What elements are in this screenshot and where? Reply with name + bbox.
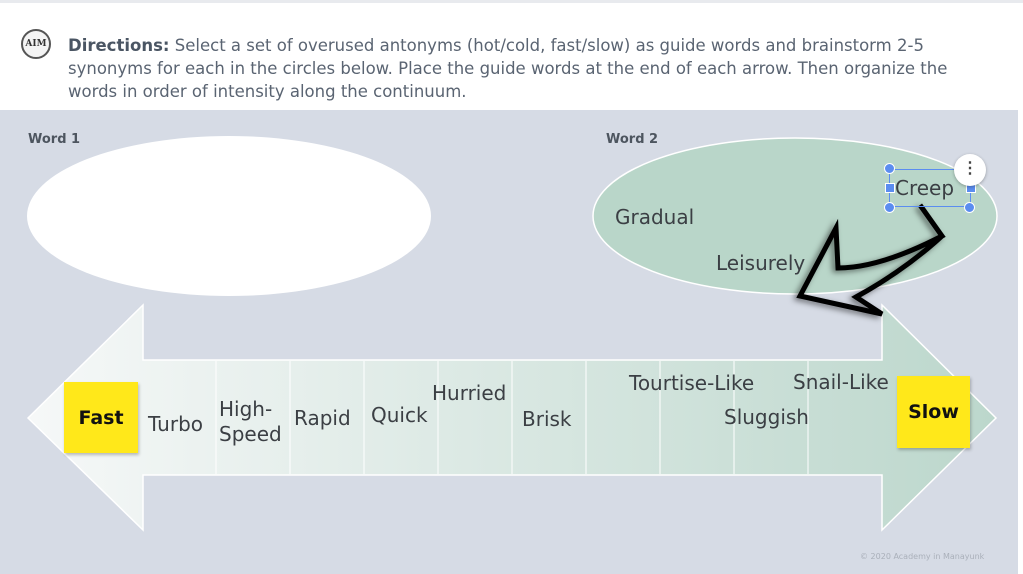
word-hurried[interactable]: Hurried	[432, 381, 507, 405]
word-turbo[interactable]: Turbo	[148, 412, 204, 436]
directions-text: Directions: Select a set of overused ant…	[68, 34, 948, 103]
more-options-icon[interactable]: ⋮	[954, 154, 986, 186]
word1-label: Word 1	[28, 132, 81, 147]
word-snail-like[interactable]: Snail-Like	[793, 370, 889, 394]
directions-body: Select a set of overused antonyms (hot/c…	[68, 36, 948, 101]
word-rapid[interactable]: Rapid	[294, 406, 351, 430]
copyright: © 2020 Academy in Manayunk	[860, 552, 985, 561]
word-sluggish[interactable]: Sluggish	[724, 405, 809, 429]
word-gradual[interactable]: Gradual	[615, 205, 695, 229]
aim-logo: AIM	[21, 29, 51, 59]
word-quick[interactable]: Quick	[371, 403, 428, 427]
word2-label: Word 2	[606, 132, 659, 147]
curved-pointer-arrow[interactable]	[796, 203, 946, 317]
sticky-slow[interactable]: Slow	[897, 376, 970, 448]
resize-handle[interactable]	[884, 163, 895, 174]
resize-handle[interactable]	[885, 183, 895, 193]
word-high-speed[interactable]: High-Speed	[219, 397, 282, 446]
resize-handle[interactable]	[964, 202, 975, 213]
directions-label: Directions:	[68, 36, 170, 55]
word-leisurely[interactable]: Leisurely	[716, 251, 806, 275]
word-tourtise-like[interactable]: Tourtise-Like	[629, 371, 755, 395]
word1-ellipse[interactable]	[27, 136, 431, 296]
word-creep[interactable]: Creep	[895, 176, 955, 200]
sticky-fast[interactable]: Fast	[64, 382, 138, 453]
directions-header: AIM Directions: Select a set of overused…	[0, 0, 1023, 110]
arrow-dividers	[215, 361, 809, 474]
resize-handle[interactable]	[884, 202, 895, 213]
word-brisk[interactable]: Brisk	[522, 407, 572, 431]
